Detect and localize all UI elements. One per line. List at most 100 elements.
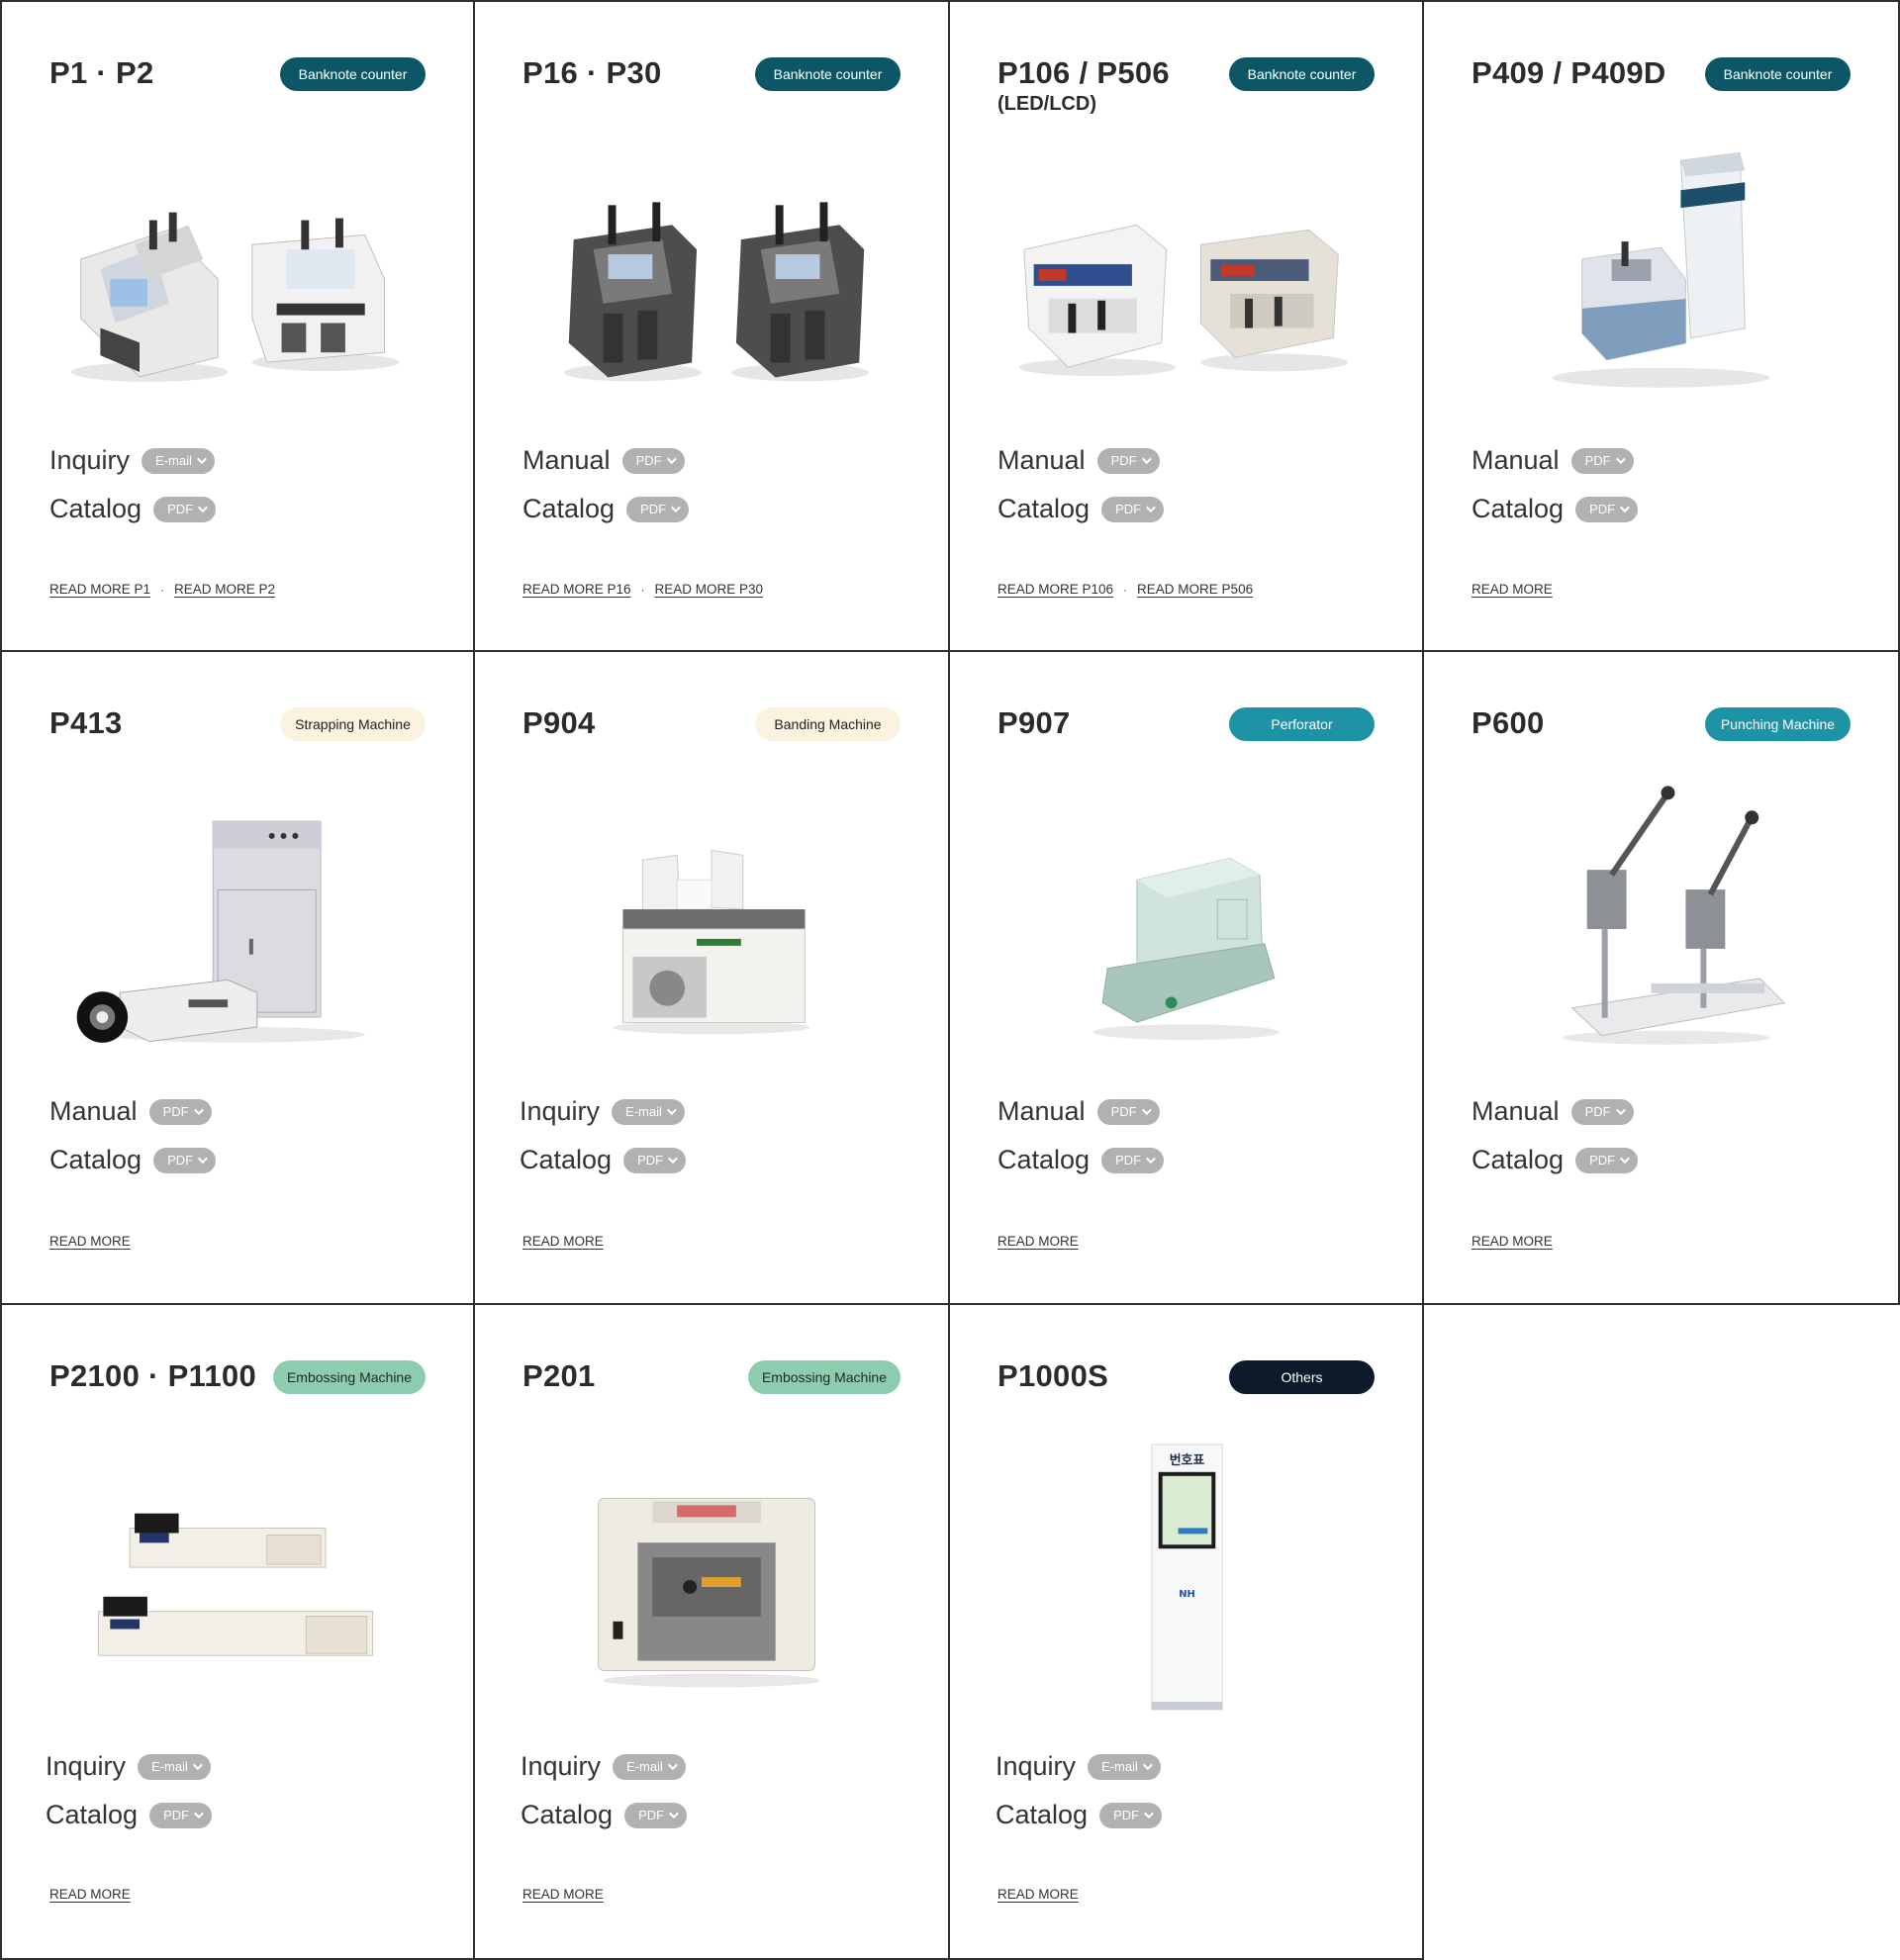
product-card-p106-p506: P106 / P506 (LED/LCD) Banknote counter (950, 0, 1424, 652)
product-title: P16 · P30 (522, 55, 662, 90)
read-more-link[interactable]: READ MORE (998, 1234, 1079, 1249)
read-more-p506-link[interactable]: READ MORE P506 (1137, 582, 1254, 597)
pdf-dropdown[interactable]: PDF (1575, 1147, 1639, 1173)
pill-text: PDF (1115, 502, 1142, 516)
pill-text: E-mail (625, 1104, 662, 1119)
category-badge: Strapping Machine (280, 707, 426, 741)
read-more-link[interactable]: READ MORE (522, 1234, 604, 1249)
product-card-p409: P409 / P409D Banknote counter Manual PDF… (1424, 0, 1900, 652)
read-more-link[interactable]: READ MORE (1472, 582, 1553, 597)
read-more-link[interactable]: READ MORE (49, 1887, 131, 1902)
read-more-link[interactable]: READ MORE (998, 1887, 1079, 1902)
pdf-dropdown[interactable]: PDF (153, 496, 217, 522)
inquiry-label: Inquiry (520, 1096, 601, 1126)
pill-text: PDF (1110, 453, 1137, 468)
pdf-dropdown[interactable]: PDF (1570, 1098, 1634, 1125)
catalog-label: Catalog (521, 1800, 614, 1829)
pdf-dropdown[interactable]: PDF (148, 1098, 212, 1125)
strapping-machine-icon (42, 781, 433, 1068)
pdf-dropdown[interactable]: PDF (623, 1147, 687, 1173)
category-badge: Others (1229, 1360, 1375, 1394)
banding-machine-icon (515, 781, 908, 1068)
manual-row: Manual PDF (1472, 445, 1634, 476)
pdf-dropdown[interactable]: PDF (621, 447, 685, 474)
product-card-p904: P904 Banding Machine Inquiry E-mail Cata… (475, 652, 950, 1305)
inquiry-label: Inquiry (49, 445, 131, 475)
pdf-dropdown[interactable]: PDF (1096, 1098, 1160, 1125)
read-more-p1-link[interactable]: READ MORE P1 (49, 582, 151, 597)
inquiry-row: Inquiry E-mail (996, 1751, 1161, 1782)
catalog-row: Catalog PDF (49, 1145, 217, 1175)
pdf-dropdown[interactable]: PDF (624, 1802, 688, 1828)
inquiry-row: Inquiry E-mail (520, 1096, 685, 1127)
pdf-dropdown[interactable]: PDF (149, 1802, 213, 1828)
pill-text: PDF (167, 1153, 194, 1167)
read-more-links: READ MORE (49, 1887, 131, 1902)
product-title: P106 / P506 (998, 55, 1170, 90)
email-dropdown[interactable]: E-mail (612, 1098, 685, 1125)
chevron-down-icon (193, 1105, 204, 1116)
email-dropdown[interactable]: E-mail (138, 1753, 211, 1780)
pill-text: PDF (163, 1808, 190, 1822)
product-title: P904 (522, 705, 596, 740)
product-title: P409 / P409D (1472, 55, 1666, 90)
product-title: P413 (49, 705, 123, 740)
chevron-down-icon (671, 503, 681, 513)
led-banknote-counter-pair-icon (990, 131, 1382, 418)
catalog-label: Catalog (996, 1800, 1089, 1829)
email-dropdown[interactable]: E-mail (1088, 1753, 1161, 1780)
product-title: P600 (1472, 705, 1545, 740)
inquiry-label: Inquiry (521, 1751, 602, 1781)
product-card-p201: P201 Embossing Machine Inquiry E-mail Ca… (475, 1305, 950, 1960)
email-dropdown[interactable]: E-mail (613, 1753, 686, 1780)
pdf-dropdown[interactable]: PDF (626, 496, 690, 522)
product-subtitle: (LED/LCD) (998, 93, 1096, 115)
pill-text: PDF (167, 502, 194, 516)
category-badge: Banknote counter (1229, 57, 1375, 91)
category-badge: Perforator (1229, 707, 1375, 741)
pdf-dropdown[interactable]: PDF (1570, 447, 1634, 474)
inquiry-label: Inquiry (46, 1751, 127, 1781)
pill-text: E-mail (151, 1759, 188, 1774)
chevron-down-icon (1146, 503, 1156, 513)
passbook-embosser-icon (515, 1434, 908, 1721)
pdf-dropdown[interactable]: PDF (1099, 1802, 1163, 1828)
product-title: P1 · P2 (49, 55, 154, 90)
read-more-links: READ MORE (522, 1234, 604, 1249)
read-more-links: READ MORE P16 · READ MORE P30 (522, 582, 763, 597)
pill-text: PDF (1110, 1104, 1137, 1119)
catalog-label: Catalog (46, 1800, 139, 1829)
inquiry-row: Inquiry E-mail (46, 1751, 211, 1782)
pdf-dropdown[interactable]: PDF (1096, 447, 1160, 474)
chevron-down-icon (196, 454, 207, 465)
pill-text: PDF (637, 1153, 664, 1167)
read-more-p106-link[interactable]: READ MORE P106 (998, 582, 1114, 597)
pdf-dropdown[interactable]: PDF (1101, 1147, 1165, 1173)
catalog-row: Catalog PDF (1472, 494, 1639, 524)
pdf-dropdown[interactable]: PDF (153, 1147, 217, 1173)
read-more-p30-link[interactable]: READ MORE P30 (654, 582, 764, 597)
catalog-label: Catalog (1472, 1145, 1565, 1174)
read-more-link[interactable]: READ MORE (1472, 1234, 1553, 1249)
inquiry-row: Inquiry E-mail (49, 445, 215, 476)
chevron-down-icon (666, 1105, 677, 1116)
product-title: P907 (998, 705, 1071, 740)
product-card-p1000s: P1000S Others 번호표 NH Inquiry E-mail Cata… (950, 1305, 1424, 1960)
catalog-row: Catalog PDF (998, 494, 1165, 524)
queue-ticket-kiosk-icon: 번호표 NH (990, 1434, 1382, 1721)
separator-dot: · (160, 582, 165, 597)
category-badge: Embossing Machine (747, 1360, 901, 1394)
email-dropdown[interactable]: E-mail (142, 447, 215, 474)
read-more-link[interactable]: READ MORE (522, 1887, 604, 1902)
manual-label: Manual (998, 445, 1086, 475)
read-more-link[interactable]: READ MORE (49, 1234, 131, 1249)
cabinet-counter-icon (1464, 131, 1858, 418)
pdf-dropdown[interactable]: PDF (1575, 496, 1639, 522)
manual-label: Manual (522, 445, 611, 475)
read-more-p2-link[interactable]: READ MORE P2 (174, 582, 276, 597)
manual-row: Manual PDF (49, 1096, 212, 1127)
read-more-p16-link[interactable]: READ MORE P16 (522, 582, 631, 597)
pdf-dropdown[interactable]: PDF (1101, 496, 1165, 522)
chevron-down-icon (1144, 1809, 1154, 1820)
